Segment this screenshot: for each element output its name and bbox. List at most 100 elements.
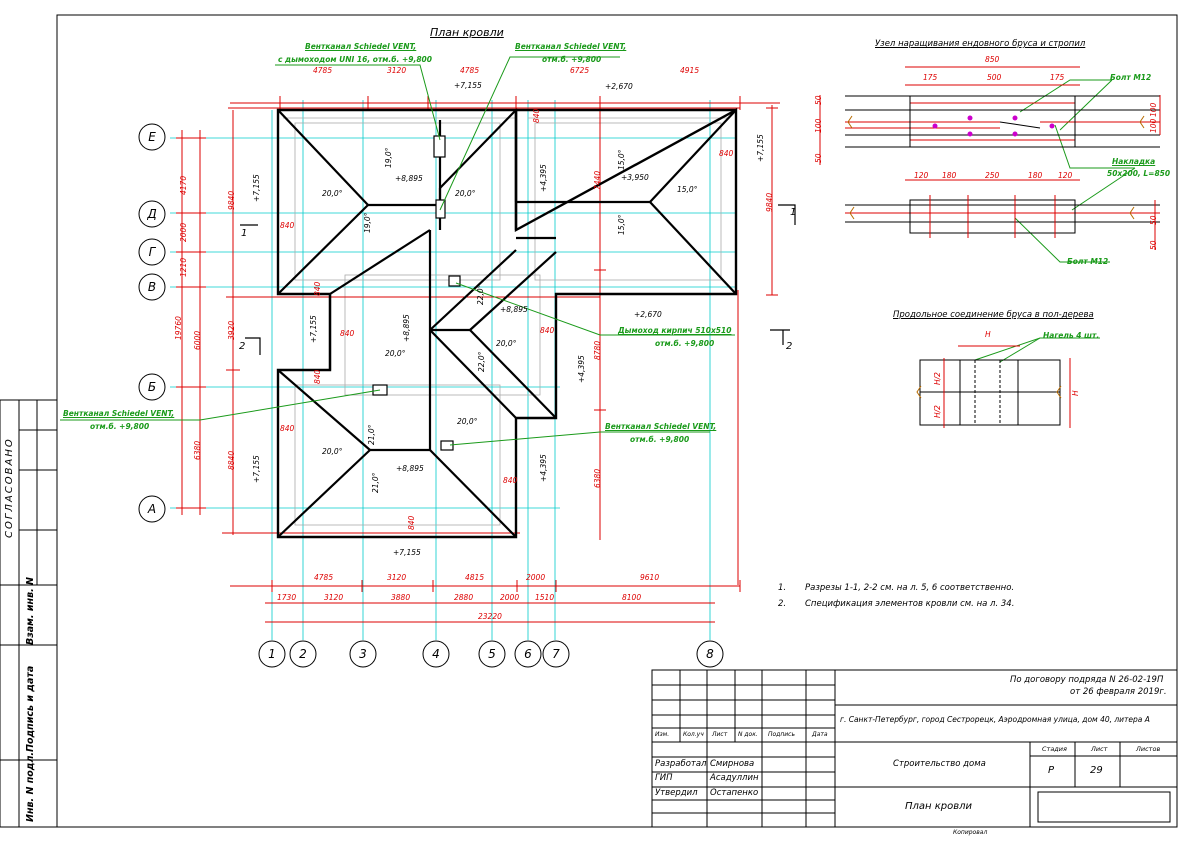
detail1-overlay-size: 50х200, L=850 bbox=[1107, 169, 1171, 178]
stage-header: Стадия bbox=[1042, 745, 1067, 753]
detail1-right-2: 100 bbox=[1149, 118, 1158, 133]
dim-top-5: 4915 bbox=[680, 66, 700, 75]
dim-left-1: 4170 bbox=[179, 175, 188, 195]
axis-A: А bbox=[147, 502, 157, 516]
detail2-nails-label: Нагель 4 шт. bbox=[1043, 331, 1100, 340]
slope-2: 20,0° bbox=[455, 189, 476, 198]
offset-840-10: 840 bbox=[407, 515, 416, 530]
note-2: Спецификация элементов кровли см. на л. … bbox=[805, 599, 1015, 609]
elev-top: +7,155 bbox=[454, 81, 482, 90]
section-1-left: 1 bbox=[241, 228, 248, 239]
slope-11: 20,0° bbox=[496, 339, 517, 348]
chimney-brick bbox=[448, 275, 461, 287]
axis-V: В bbox=[147, 280, 157, 294]
offset-840-7: 840 bbox=[532, 108, 541, 123]
detail2-title: Продольное соединение бруса в пол-дерева bbox=[893, 310, 1094, 320]
chimney-sublabel: отм.б. +9,800 bbox=[655, 339, 715, 348]
axis-5: 5 bbox=[488, 647, 496, 661]
elev-s2: +4,395 bbox=[577, 355, 586, 383]
dim-right-2: 8780 bbox=[593, 340, 602, 360]
col-ndoc: N док. bbox=[738, 731, 758, 738]
detail1-mid-4: 180 bbox=[1028, 171, 1043, 180]
detail1-right-1: 100 bbox=[1149, 102, 1158, 117]
stamp-inv-orig: Инв. N подл. bbox=[25, 752, 36, 822]
note-2-number: 2. bbox=[778, 599, 787, 609]
elev-r1: +2,670 bbox=[605, 82, 633, 91]
section-1-right: 1 bbox=[790, 207, 797, 218]
sheet-value: 29 bbox=[1090, 765, 1103, 776]
detail2-drawing bbox=[916, 345, 1071, 428]
dim-left-2: 2000 bbox=[179, 222, 188, 242]
detail2-h-right: H bbox=[1071, 390, 1080, 396]
detail1-mid-5: 120 bbox=[1058, 171, 1073, 180]
dim-right-1: 7440 bbox=[593, 170, 602, 190]
contract-line-1: По договору подряда N 26-02-19П bbox=[1010, 675, 1164, 685]
offset-840-2: 840 bbox=[340, 329, 355, 338]
vent-top-right-sublabel: отм.б. +9,800 bbox=[542, 55, 602, 64]
detail1-left-1: 50 bbox=[814, 95, 823, 105]
dim-left-total: 19760 bbox=[174, 316, 183, 340]
axis-1: 1 bbox=[268, 647, 276, 661]
dim-right-3: 6380 bbox=[593, 468, 602, 488]
name-gip: Асадуллин bbox=[710, 773, 759, 783]
detail1-bolt2-label: Болт М12 bbox=[1067, 257, 1109, 266]
side-stamp bbox=[0, 399, 58, 828]
sheet-header: Лист bbox=[1091, 745, 1108, 753]
dim-left-inner-2: 3920 bbox=[227, 320, 236, 340]
elev-c4: +8,895 bbox=[396, 464, 424, 473]
dim-left-inner-1: 9840 bbox=[227, 190, 236, 210]
section-2-right: 2 bbox=[786, 341, 793, 352]
stamp-inv-replace: Взам. инв. N bbox=[25, 577, 36, 645]
dim-bot1-5: 9610 bbox=[640, 573, 660, 582]
axis-B: Б bbox=[147, 380, 157, 394]
slope-7: 15,0° bbox=[617, 214, 626, 235]
elev-right: +7,155 bbox=[756, 134, 765, 162]
vent-bottom-sublabel: отм.б. +9,800 bbox=[630, 435, 690, 444]
offset-840-6: 840 bbox=[719, 149, 734, 158]
slope-15: 20,0° bbox=[457, 417, 478, 426]
dim-top-4: 6725 bbox=[570, 66, 590, 75]
detail2-h2-b: H/2 bbox=[933, 405, 942, 418]
contract-line-2: от 26 февраля 2019г. bbox=[1070, 687, 1167, 697]
col-list: Лист bbox=[712, 731, 728, 738]
detail1-dim-b: 500 bbox=[987, 73, 1002, 82]
section-2-left: 2 bbox=[239, 341, 246, 352]
axis-4: 4 bbox=[432, 647, 440, 661]
dim-top-3: 4785 bbox=[460, 66, 480, 75]
dim-bot1-3: 4815 bbox=[465, 573, 485, 582]
vent-left-label: Вентканал Schiedel VENT, bbox=[63, 409, 175, 418]
detail1-mid-3: 250 bbox=[985, 171, 1000, 180]
vent-chimney-4 bbox=[440, 440, 454, 451]
axis-7: 7 bbox=[552, 647, 560, 661]
elev-s1: +4,395 bbox=[539, 164, 548, 192]
dim-bot2-3: 3880 bbox=[391, 593, 411, 602]
elev-c2: +8,895 bbox=[402, 314, 411, 342]
elev-left-2: +7,155 bbox=[309, 315, 318, 343]
note-1-number: 1. bbox=[778, 583, 787, 593]
sheet-title: План кровли bbox=[905, 801, 973, 812]
vent-chimney-1 bbox=[433, 135, 446, 158]
elev-left-3: +7,155 bbox=[252, 455, 261, 483]
slope-4: 19,0° bbox=[363, 212, 372, 233]
detail1-bot-2: 50 bbox=[1149, 240, 1158, 250]
role-developer: Разработал bbox=[655, 759, 707, 769]
name-approved: Остапенко bbox=[710, 788, 759, 798]
slope-13: 21,0° bbox=[367, 424, 376, 445]
detail1-dim-c: 175 bbox=[1050, 73, 1065, 82]
col-izm: Изм. bbox=[655, 731, 670, 738]
leader-lines bbox=[60, 56, 1136, 446]
offset-840-9: 840 bbox=[313, 369, 322, 384]
detail1-mid-2: 180 bbox=[942, 171, 957, 180]
col-kol: Кол.уч bbox=[683, 731, 704, 738]
detail1-bolt-label: Болт М12 bbox=[1110, 73, 1152, 82]
dim-bottom-total: 23220 bbox=[478, 612, 502, 621]
offset-840-4: 840 bbox=[540, 326, 555, 335]
dim-bot1-1: 4785 bbox=[314, 573, 334, 582]
axis-D: Д bbox=[147, 207, 157, 221]
offset-840-8: 840 bbox=[313, 281, 322, 296]
dim-bot2-4: 2880 bbox=[454, 593, 474, 602]
dim-bot2-7: 8100 bbox=[622, 593, 642, 602]
detail1-title: Узел наращивания ендовного бруса и строп… bbox=[875, 39, 1086, 49]
slope-8: 20,0° bbox=[385, 349, 406, 358]
